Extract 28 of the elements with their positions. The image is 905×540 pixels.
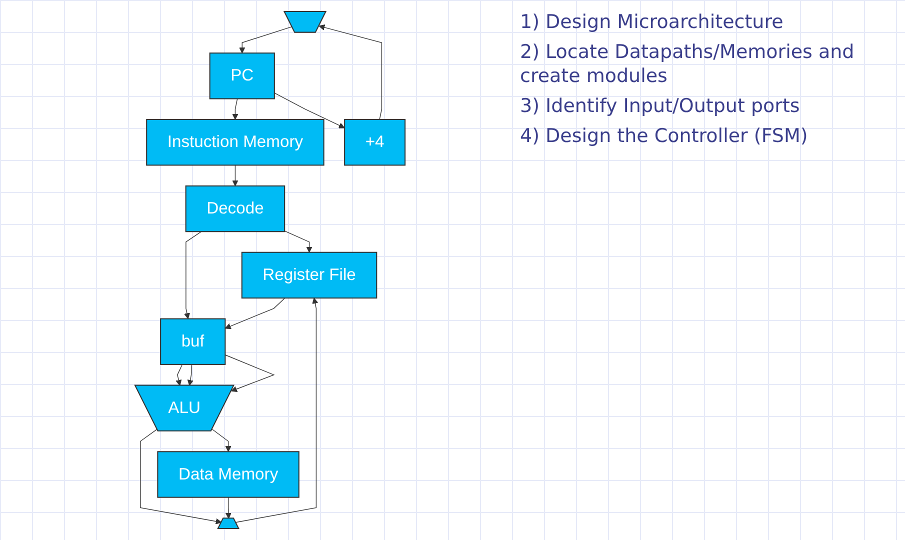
step-text: 2) Locate Datapaths/Memories and create modules — [520, 40, 856, 88]
arrow — [235, 298, 318, 523]
node-box: Decode — [185, 185, 286, 232]
arrow — [224, 298, 286, 330]
arrow — [224, 354, 275, 392]
node-box: Instuction Memory — [146, 118, 324, 166]
arrow — [274, 92, 345, 128]
step-text: 4) Design the Controller (FSM) — [520, 124, 809, 148]
node-box: PC — [209, 52, 275, 100]
arrow — [140, 428, 222, 524]
node-trapezoid — [283, 11, 327, 33]
node-trapezoid — [217, 518, 240, 529]
arrow — [232, 164, 238, 186]
step-text: 3) Identify Input/Output ports — [520, 94, 801, 118]
arrow — [232, 98, 238, 120]
arrow — [212, 428, 232, 452]
node-box: Data Memory — [157, 451, 300, 498]
node-box: +4 — [344, 118, 406, 166]
step-text: 1) Design Microarchitecture — [520, 10, 784, 34]
node-box: Register File — [241, 252, 378, 299]
arrow — [318, 24, 382, 120]
arrow — [187, 364, 194, 386]
arrow — [184, 231, 202, 320]
arrow — [225, 496, 232, 519]
arrow — [176, 364, 183, 386]
arrow — [239, 26, 292, 54]
arrow — [284, 230, 312, 253]
node-box: buf — [160, 318, 226, 365]
